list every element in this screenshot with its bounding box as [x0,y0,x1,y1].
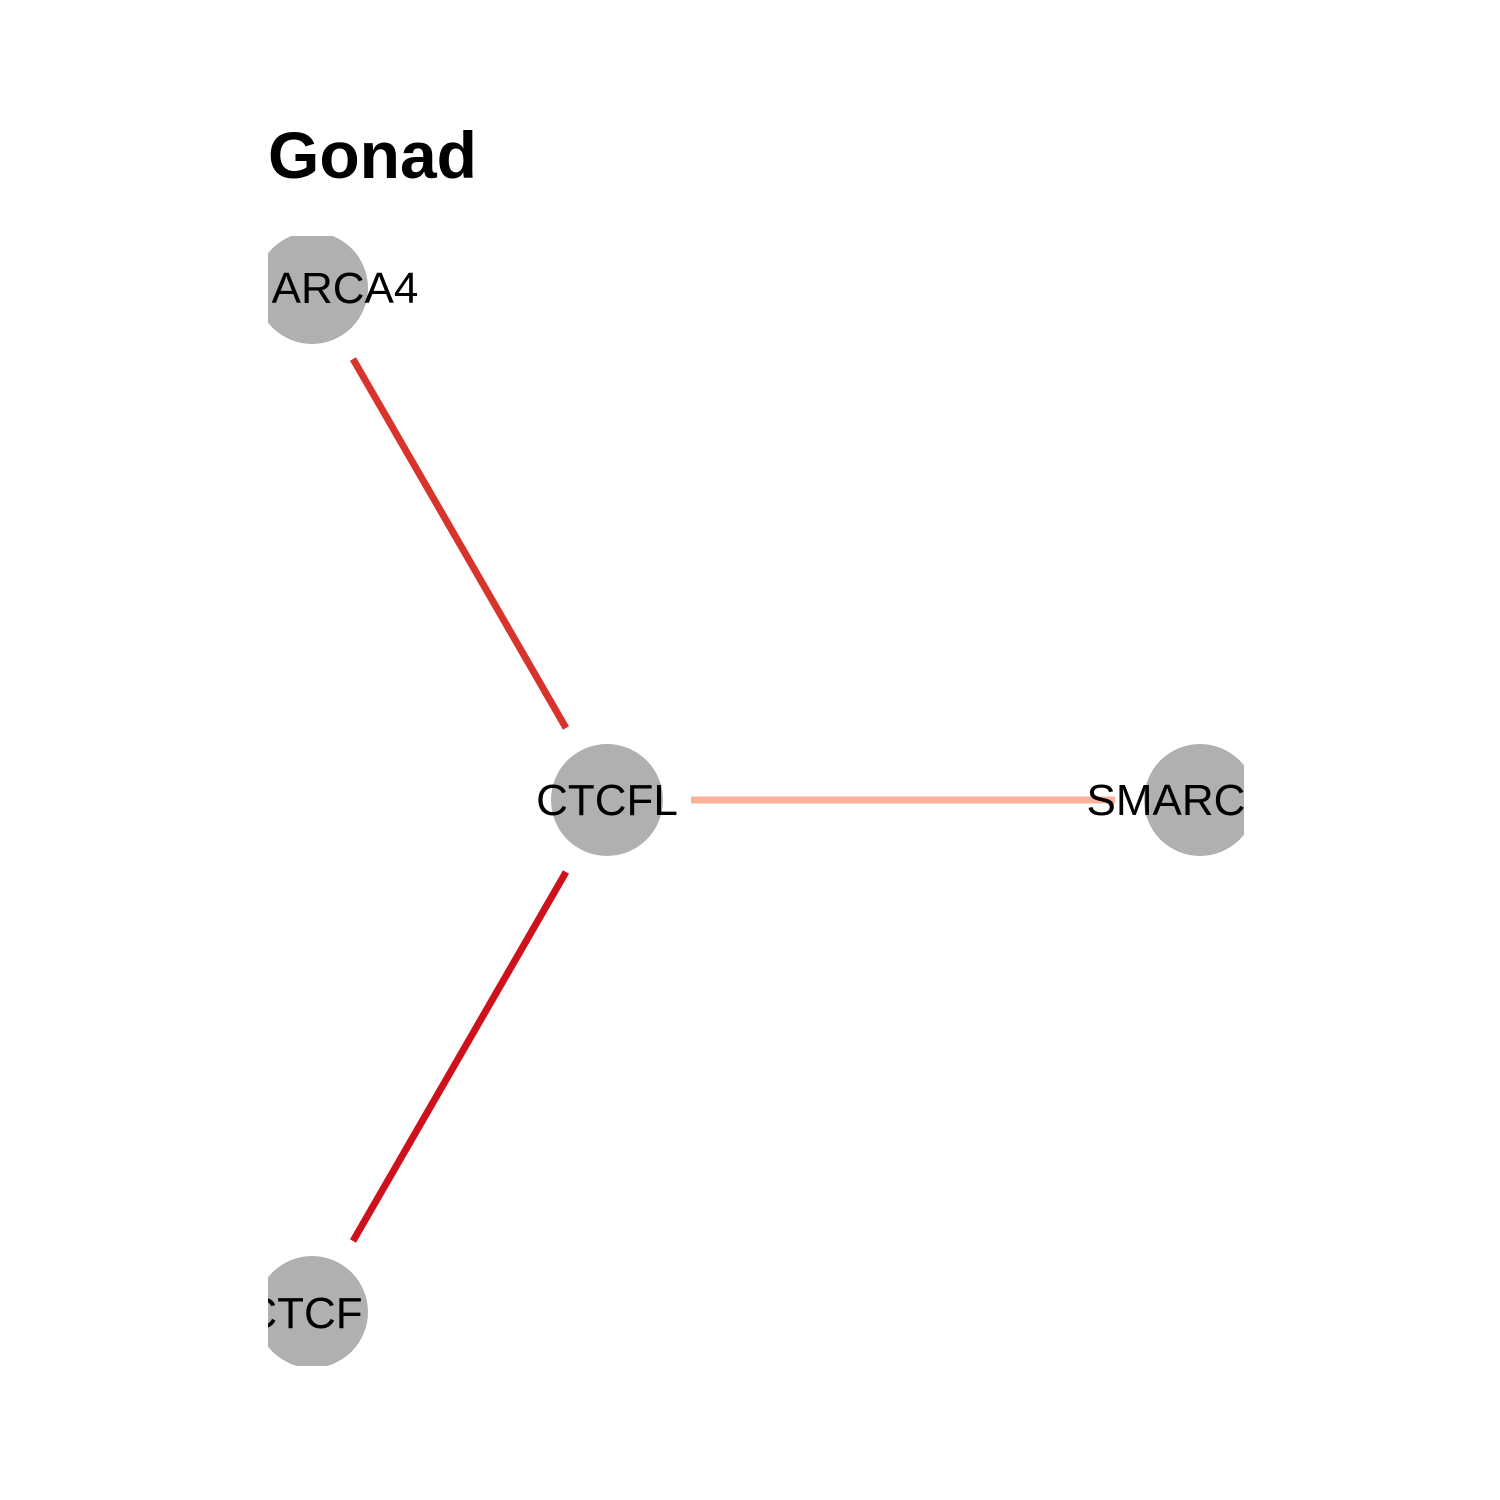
node-label: SMARC [1087,776,1246,825]
node-circle [268,1256,368,1366]
node-smarc: SMARC [1087,744,1246,856]
node-label: CTCF [245,1289,362,1338]
node-ctcf: CTCF [245,1256,368,1366]
node-circle [551,744,663,856]
diagram-title: Gonad [268,118,477,192]
node-circle [1144,744,1244,856]
plot-area: ARCA4 CTCFL SMARC CTCF [245,236,1246,1366]
edge-ctcfl-arca4 [349,357,570,730]
node-label: ARCA4 [272,264,419,313]
node-arca4: ARCA4 [268,236,419,344]
node-ctcfl: CTCFL [536,744,678,856]
edge-ctcfl-ctcf [349,870,570,1243]
node-circle [268,236,368,344]
node-label: CTCFL [536,776,678,825]
